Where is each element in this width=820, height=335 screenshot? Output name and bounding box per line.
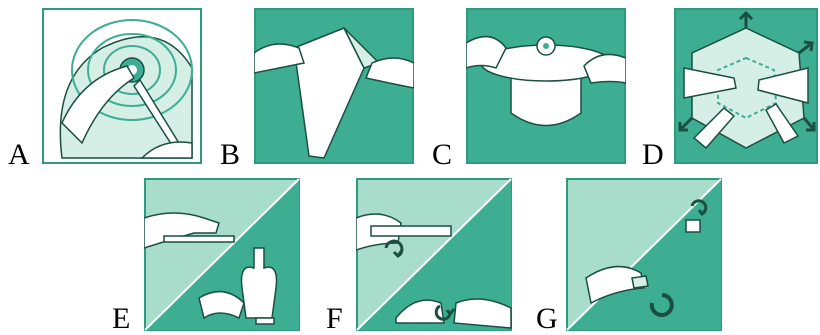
panel-c-illustration	[466, 8, 626, 164]
panel-d-smoothing-barrier	[674, 8, 818, 164]
panel-f-sealing-outlet	[356, 178, 512, 331]
panel-e-illustration	[144, 178, 300, 331]
panel-d-illustration	[674, 8, 818, 164]
panel-c-removing-backing	[466, 8, 626, 164]
panel-b-folding-pouch	[254, 8, 414, 164]
panel-f-label: F	[326, 304, 343, 334]
panel-f-illustration	[356, 178, 512, 331]
panel-c-label: C	[432, 140, 452, 170]
panel-b-label: B	[220, 140, 240, 170]
panel-a-label: A	[8, 140, 30, 170]
panel-g-closing-tab	[566, 178, 722, 331]
panel-a-illustration	[42, 8, 202, 164]
panel-b-illustration	[254, 8, 414, 164]
panel-a-cutting-opening	[42, 8, 202, 164]
panel-g-illustration	[566, 178, 722, 331]
panel-g-label: G	[536, 304, 558, 334]
panel-d-label: D	[642, 140, 664, 170]
panel-e-label: E	[112, 304, 130, 334]
panel-e-applying-pouch	[144, 178, 300, 331]
